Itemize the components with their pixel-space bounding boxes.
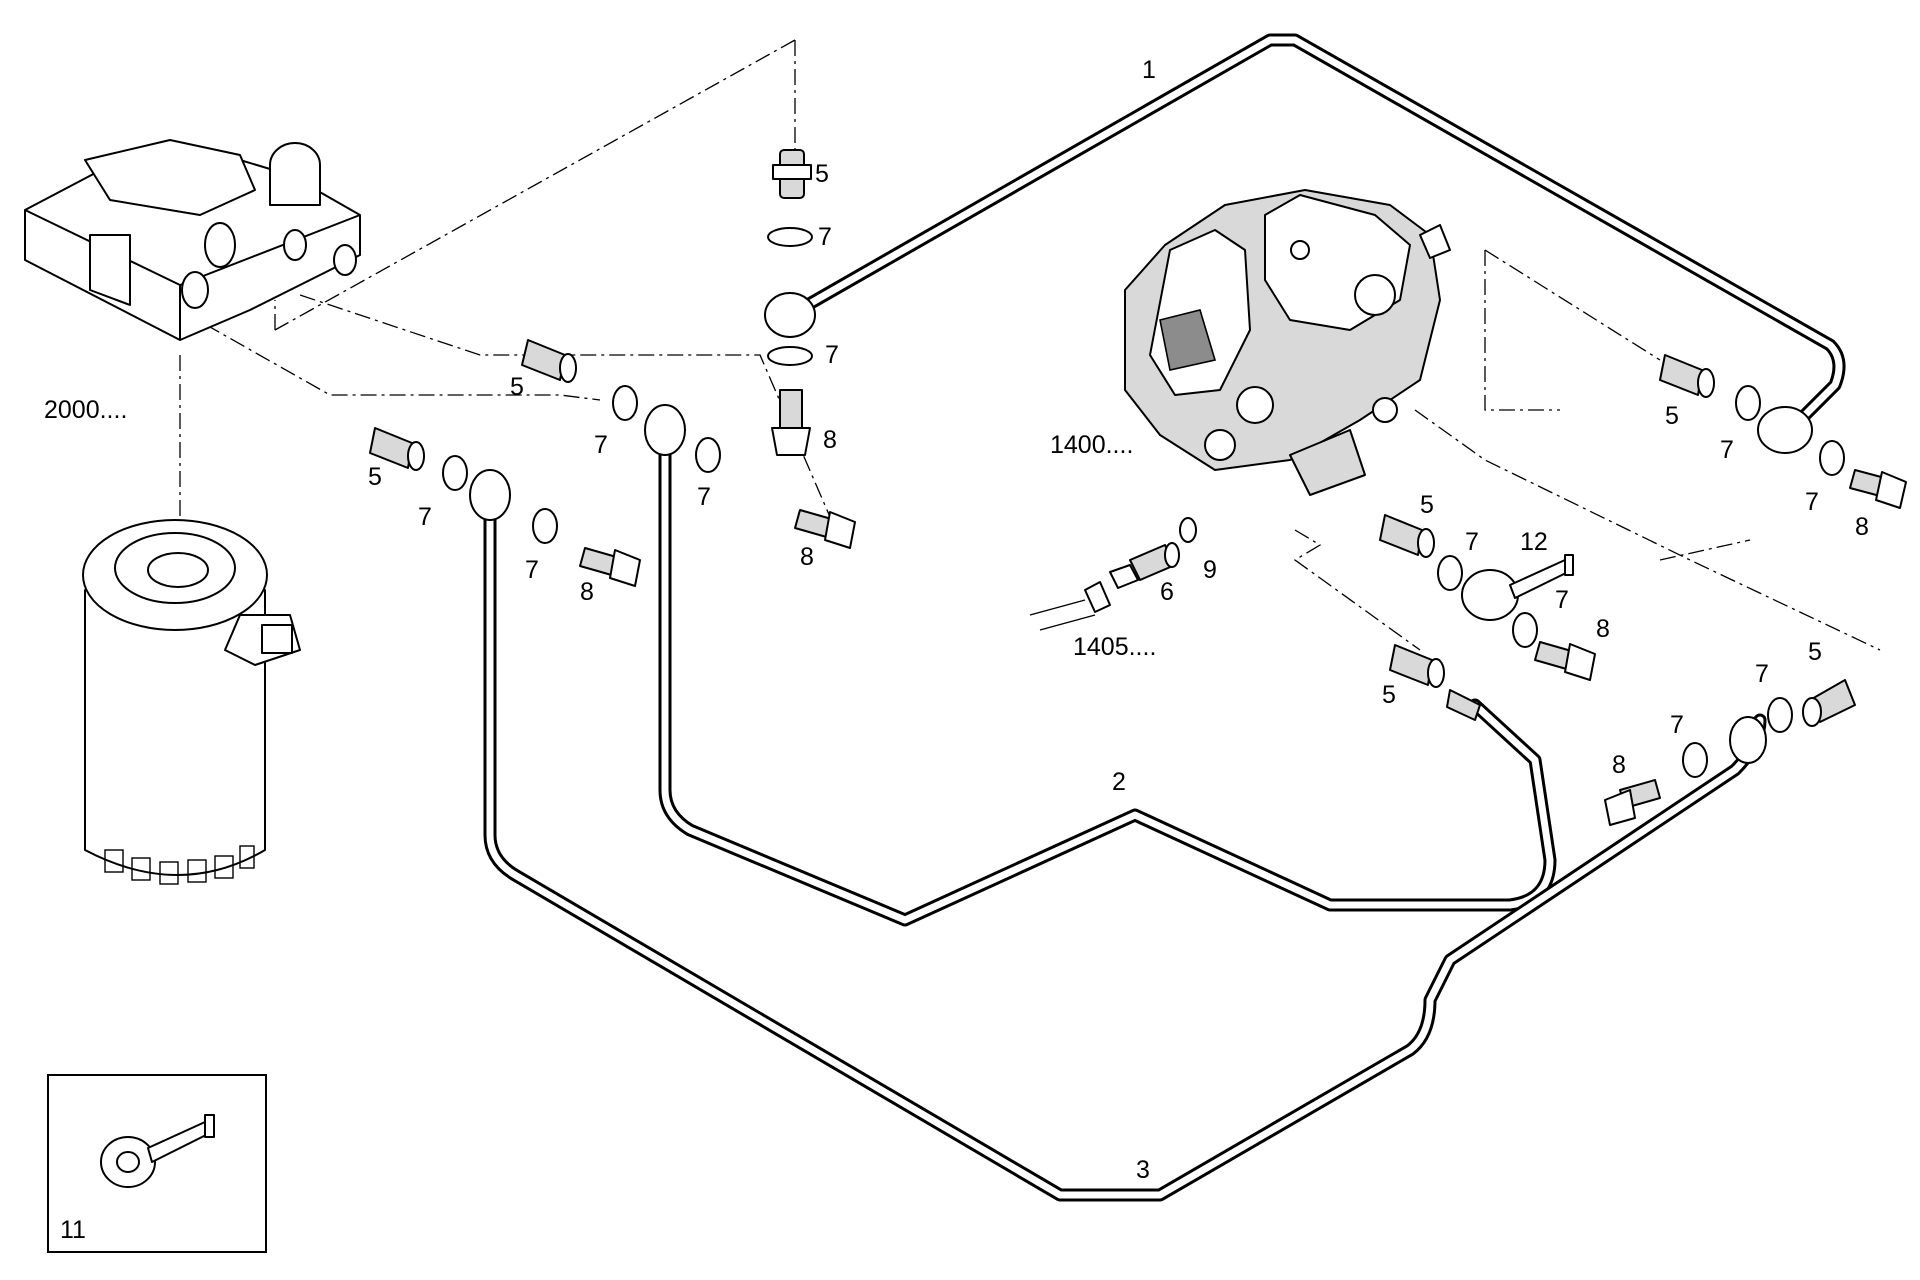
callout-union: 5	[1808, 638, 1822, 666]
union-right	[1659, 354, 1715, 398]
filter-canister	[82, 519, 301, 885]
callout-banjo: 12	[1520, 528, 1548, 556]
callout-pipe-1: 1	[1142, 56, 1156, 84]
banjo-screws	[579, 389, 1907, 826]
banjo-eyes	[469, 292, 1813, 764]
pipe-1	[783, 33, 1846, 427]
screw-right	[1849, 469, 1907, 509]
return-line-1405	[1029, 581, 1111, 631]
callout-screw: 8	[823, 426, 837, 454]
callout-union: 5	[815, 160, 829, 188]
ref-pump: 1400....	[1050, 431, 1133, 459]
callout-washer: 7	[1670, 711, 1684, 739]
callout-union: 5	[1420, 491, 1434, 519]
screw-lower	[1604, 779, 1661, 826]
screw-vertical	[771, 389, 811, 456]
callout-washer: 7	[1465, 528, 1479, 556]
fitting-6	[1109, 542, 1180, 589]
callout-washer: 7	[418, 503, 432, 531]
union-far-right	[1802, 679, 1856, 727]
callout-seal: 9	[1203, 556, 1217, 584]
callout-washer: 7	[594, 431, 608, 459]
callout-washer: 7	[1805, 488, 1819, 516]
callout-washer: 7	[1755, 660, 1769, 688]
callout-washer: 7	[697, 483, 711, 511]
union-top	[772, 149, 812, 199]
assembly-references: 2000.... 1400.... 1405....	[44, 396, 1156, 661]
callout-pipe-2: 2	[1112, 768, 1126, 796]
callout-washer: 7	[1555, 586, 1569, 614]
screw-left	[579, 547, 641, 587]
union-pump-front	[1379, 514, 1435, 558]
callout-screw: 8	[1612, 751, 1626, 779]
union-pump-lower	[1389, 644, 1481, 721]
callout-union: 5	[1382, 681, 1396, 709]
washers	[442, 227, 1845, 778]
unions	[369, 149, 1856, 727]
callout-screw: 8	[1596, 615, 1610, 643]
callout-union: 5	[1665, 402, 1679, 430]
canister-base-slots	[104, 845, 255, 885]
callout-washer: 7	[818, 223, 832, 251]
filter-head	[24, 139, 361, 341]
union-mid	[521, 339, 577, 383]
callout-screw: 8	[580, 578, 594, 606]
callout-union: 5	[368, 463, 382, 491]
ref-return-line: 1405....	[1073, 633, 1156, 661]
callout-fitting: 6	[1160, 578, 1174, 606]
pipe-3	[483, 498, 1767, 1202]
callout-inset: 11	[60, 1216, 86, 1244]
callout-pipe-3: 3	[1136, 1156, 1150, 1184]
callout-union: 5	[510, 373, 524, 401]
ref-filter-head: 2000....	[44, 396, 127, 424]
callout-screw: 8	[1855, 513, 1869, 541]
leader-lines	[179, 39, 1881, 651]
callout-labels: 1 2 3 5 7 7 8 5 7 7 8 5 7 7 8 5 7 7 8 5 …	[60, 56, 1869, 1244]
callout-screw: 8	[800, 543, 814, 571]
callout-washer: 7	[525, 556, 539, 584]
callout-washer: 7	[1720, 436, 1734, 464]
screw-mid	[794, 509, 856, 549]
screw-pump	[1534, 641, 1596, 681]
callout-washer: 7	[825, 341, 839, 369]
injection-pump	[1124, 189, 1451, 496]
pipe-2	[658, 433, 1557, 927]
inset-11	[47, 1074, 267, 1253]
union-left	[369, 427, 425, 471]
